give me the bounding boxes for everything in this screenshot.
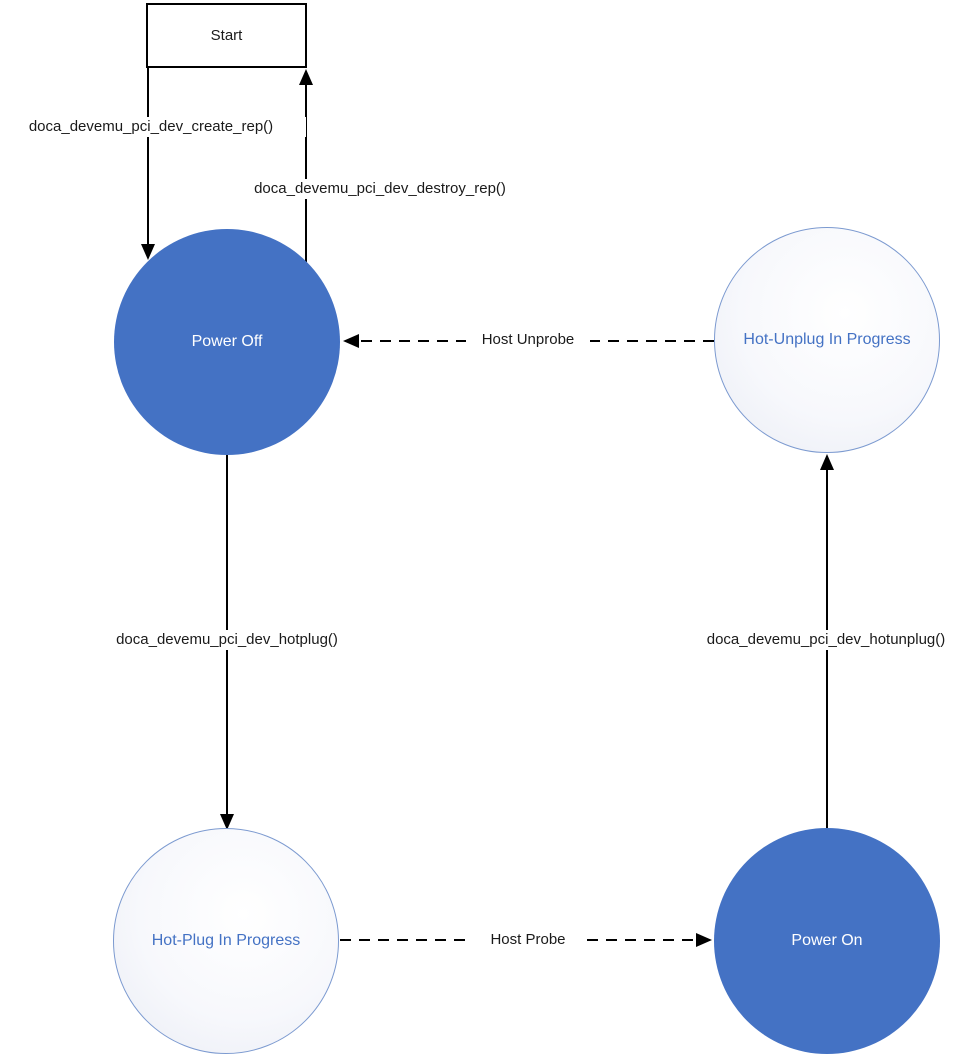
node-power-off: Power Off xyxy=(114,229,340,455)
edge-label-hotunplug: doca_devemu_pci_dev_hotunplug() xyxy=(675,630,972,650)
edge-label-create-rep: doca_devemu_pci_dev_create_rep() xyxy=(0,117,306,137)
edge-label-host-probe: Host Probe xyxy=(471,930,585,950)
node-hot-unplug-in-progress: Hot-Unplug In Progress xyxy=(714,227,940,453)
node-power-off-label: Power Off xyxy=(191,333,263,351)
arrowhead-up-icon xyxy=(299,69,313,85)
arrowhead-down-icon xyxy=(220,814,234,830)
edge-label-hotplug: doca_devemu_pci_dev_hotplug() xyxy=(85,630,369,650)
edge-label-host-unprobe: Host Unprobe xyxy=(466,330,590,350)
node-hot-unplug-label: Hot-Unplug In Progress xyxy=(743,331,911,349)
node-hot-plug-label: Hot-Plug In Progress xyxy=(151,932,301,950)
node-power-on: Power On xyxy=(714,828,940,1054)
node-start-label: Start xyxy=(210,27,243,44)
arrowhead-up-icon xyxy=(820,454,834,470)
node-start: Start xyxy=(146,3,307,68)
node-hot-plug-in-progress: Hot-Plug In Progress xyxy=(113,828,339,1054)
arrowhead-down-icon xyxy=(141,244,155,260)
node-power-on-label: Power On xyxy=(791,932,863,950)
arrowhead-right-icon xyxy=(696,933,712,947)
arrowhead-left-icon xyxy=(343,334,359,348)
edge-label-destroy-rep: doca_devemu_pci_dev_destroy_rep() xyxy=(222,179,538,199)
